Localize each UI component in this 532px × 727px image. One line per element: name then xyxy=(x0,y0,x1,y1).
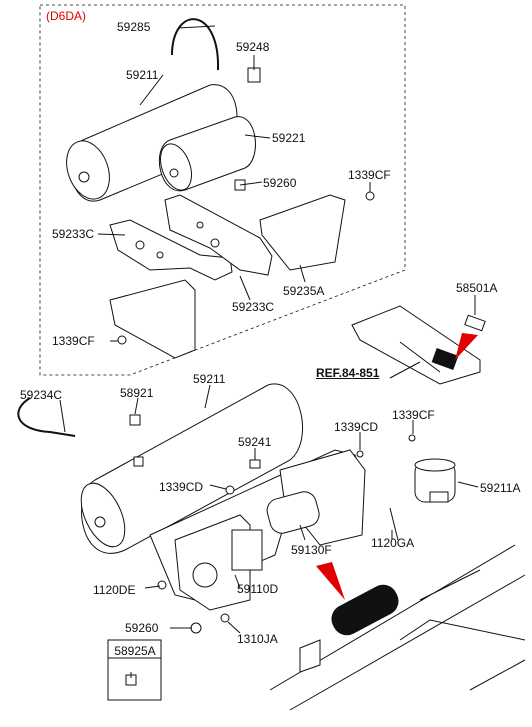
support-bracket-lower xyxy=(109,279,196,359)
part-label-58921: 58921 xyxy=(120,386,154,400)
callout-arrow-red-upper xyxy=(455,333,478,360)
air-line-59234C xyxy=(17,397,76,437)
part-label-59248: 59248 xyxy=(236,40,270,54)
part-label-59211-lower: 59211 xyxy=(193,372,226,386)
lower-large-air-tank xyxy=(80,383,304,554)
small-air-tank xyxy=(158,116,256,192)
part-label-59211A: 59211A xyxy=(480,481,521,495)
part-label-59233C-lower: 59233C xyxy=(232,300,275,314)
callout-box-58925A xyxy=(107,639,162,701)
callout-arrow-red-lower xyxy=(316,562,345,600)
canister-59211A xyxy=(414,458,456,503)
part-label-1120DE: 1120DE xyxy=(93,583,136,597)
part-label-59285: 59285 xyxy=(117,20,151,34)
tank-bracket-rear xyxy=(164,194,273,276)
valve-59248 xyxy=(247,67,261,83)
part-label-1339CD-left: 1339CD xyxy=(159,480,204,494)
part-label-59211-upper: 59211 xyxy=(126,68,159,82)
part-label-58501A: 58501A xyxy=(456,281,498,295)
part-label-59260-lower: 59260 xyxy=(125,621,159,635)
reference-link-label[interactable]: REF.84-851 xyxy=(316,366,380,380)
part-label-59235A: 59235A xyxy=(283,284,325,298)
fitting-58921 xyxy=(129,414,141,426)
part-label-1339CF-upper-left: 1339CF xyxy=(52,334,95,348)
compressor-install-location xyxy=(331,584,399,636)
part-label-1310JA: 1310JA xyxy=(237,632,278,646)
part-label-1339CF-upper-right: 1339CF xyxy=(348,168,391,182)
air-dryer-assembly xyxy=(174,514,251,611)
part-label-59221: 59221 xyxy=(272,131,306,145)
support-bracket-59235A xyxy=(259,194,346,271)
line-hose-59285 xyxy=(171,18,220,71)
callout-box-label: 58925A xyxy=(114,644,156,658)
part-label-59241: 59241 xyxy=(238,435,272,449)
fitting-59241 xyxy=(249,459,261,469)
part-label-1120GA: 1120GA xyxy=(371,536,415,550)
vehicle-chassis-outline xyxy=(269,544,526,711)
part-label-1339CD-right: 1339CD xyxy=(334,420,379,434)
upper-large-air-tank xyxy=(66,84,238,202)
variant-group-frame xyxy=(39,4,406,376)
part-label-59130F: 59130F xyxy=(291,543,332,557)
variant-code-label: (D6DA) xyxy=(46,9,87,23)
part-label-59233C-left: 59233C xyxy=(52,227,95,241)
part-label-59260-upper: 59260 xyxy=(263,176,297,190)
tank-bracket-front xyxy=(109,219,233,281)
part-label-59234C: 59234C xyxy=(20,388,63,402)
part-label-1339CF-lower: 1339CF xyxy=(392,408,435,422)
part-label-59110D: 59110D xyxy=(237,582,279,596)
